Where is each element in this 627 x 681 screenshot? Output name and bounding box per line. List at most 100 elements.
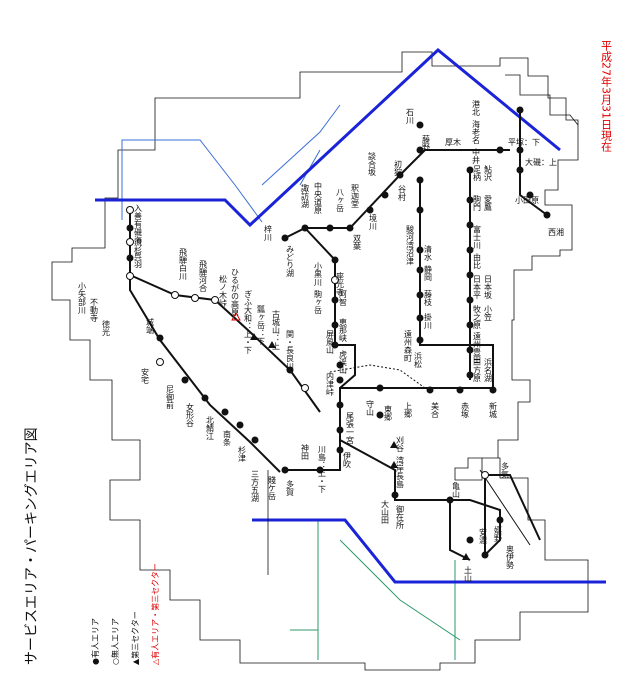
station-marker[interactable] [336,401,344,409]
station-marker[interactable] [336,446,344,454]
station-marker[interactable] [416,336,424,344]
station-label: 関・長良川 [286,330,295,370]
station-marker[interactable] [126,254,134,262]
station-marker[interactable] [156,334,164,342]
station-marker[interactable] [366,206,374,214]
station-marker[interactable] [496,146,504,154]
station-marker[interactable] [391,491,399,499]
station-marker[interactable] [301,384,309,392]
station-marker[interactable] [346,224,354,232]
station-marker[interactable] [126,224,134,232]
station-marker[interactable] [466,271,474,279]
station-marker[interactable] [390,441,398,448]
station-marker[interactable] [331,341,339,349]
station-marker[interactable] [201,394,209,402]
kanagawa-outline [505,74,579,126]
station-label: 駒ヶ岳 [314,289,323,315]
station-marker[interactable] [181,376,189,384]
station-marker[interactable] [126,272,134,280]
station-marker[interactable] [336,361,344,369]
station-marker[interactable] [331,321,339,329]
station-marker[interactable] [221,408,229,416]
station-label: 飛騨白川 [179,248,188,280]
station-marker[interactable] [301,224,309,232]
route-chuo-south [304,227,356,389]
station-marker[interactable] [466,296,474,304]
station-label: 飛騨河合 [199,260,208,293]
station-marker[interactable] [376,411,384,419]
station-marker[interactable] [481,551,489,559]
station-label: 小矢部川 [78,282,87,314]
station-marker[interactable] [466,221,474,229]
station-marker[interactable] [416,266,424,274]
station-marker[interactable] [251,436,259,444]
route-east [519,110,548,216]
station-label: 藤野 [422,134,431,151]
station-marker[interactable] [466,321,474,329]
station-label: 阿智 [339,290,348,307]
station-marker[interactable] [390,461,398,468]
station-marker[interactable] [466,166,474,174]
station-marker[interactable] [191,294,199,302]
station-marker[interactable] [462,553,470,560]
station-label: 入善 [134,204,143,221]
station-label: 安濃 [479,527,488,545]
station-marker[interactable] [416,121,424,129]
station-marker[interactable] [336,376,344,384]
station-marker[interactable] [416,291,424,299]
station-marker[interactable] [236,421,244,429]
station-marker[interactable] [281,466,289,474]
boundary-north [95,48,561,228]
green-line-2 [290,629,319,650]
station-marker[interactable] [466,371,474,379]
station-marker[interactable] [396,171,404,179]
station-marker[interactable] [496,516,504,524]
station-marker[interactable] [331,256,339,264]
station-marker[interactable] [426,386,434,394]
station-marker[interactable] [516,106,524,114]
station-marker[interactable] [526,191,534,199]
station-label: 美合 [431,401,440,419]
station-marker[interactable] [231,311,241,321]
station-marker[interactable] [416,146,424,154]
station-marker[interactable] [381,191,389,199]
station-marker[interactable] [466,196,474,204]
station-label: 呉羽 [134,252,143,268]
station-marker[interactable] [156,358,164,366]
station-marker[interactable] [466,536,474,544]
station-label: 奥伊勢 [506,544,515,570]
station-marker[interactable] [416,314,424,322]
station-label: 足柄 [473,165,482,182]
station-marker[interactable] [126,238,134,246]
station-marker[interactable] [466,346,474,354]
station-marker[interactable] [281,234,289,242]
station-marker[interactable] [516,166,524,174]
station-marker[interactable] [416,206,424,214]
station-marker[interactable] [516,146,524,154]
station-marker[interactable] [211,296,219,304]
station-marker[interactable] [489,386,497,394]
route-tokai-hokuriku [129,274,321,413]
station-marker[interactable] [331,296,339,304]
station-label: 境川 [369,213,378,230]
station-marker[interactable] [376,384,384,392]
station-marker[interactable] [316,466,324,474]
station-marker[interactable] [481,471,489,479]
station-marker[interactable] [250,333,258,340]
station-label: 杉津 [238,445,247,463]
station-marker[interactable] [326,224,334,232]
station-label: 古城山：上 [272,309,281,350]
station-marker[interactable] [171,291,179,299]
station-marker[interactable] [126,206,134,214]
station-marker[interactable] [331,276,339,284]
station-marker[interactable] [446,496,454,504]
station-marker[interactable] [543,211,551,219]
station-marker[interactable] [466,246,474,254]
station-marker[interactable] [456,386,464,394]
station-marker[interactable] [336,426,344,434]
station-marker[interactable] [416,246,424,254]
station-marker[interactable] [268,341,276,348]
station-marker[interactable] [416,176,424,184]
station-label: 平塚：下 [508,138,540,147]
station-marker[interactable] [286,366,294,374]
